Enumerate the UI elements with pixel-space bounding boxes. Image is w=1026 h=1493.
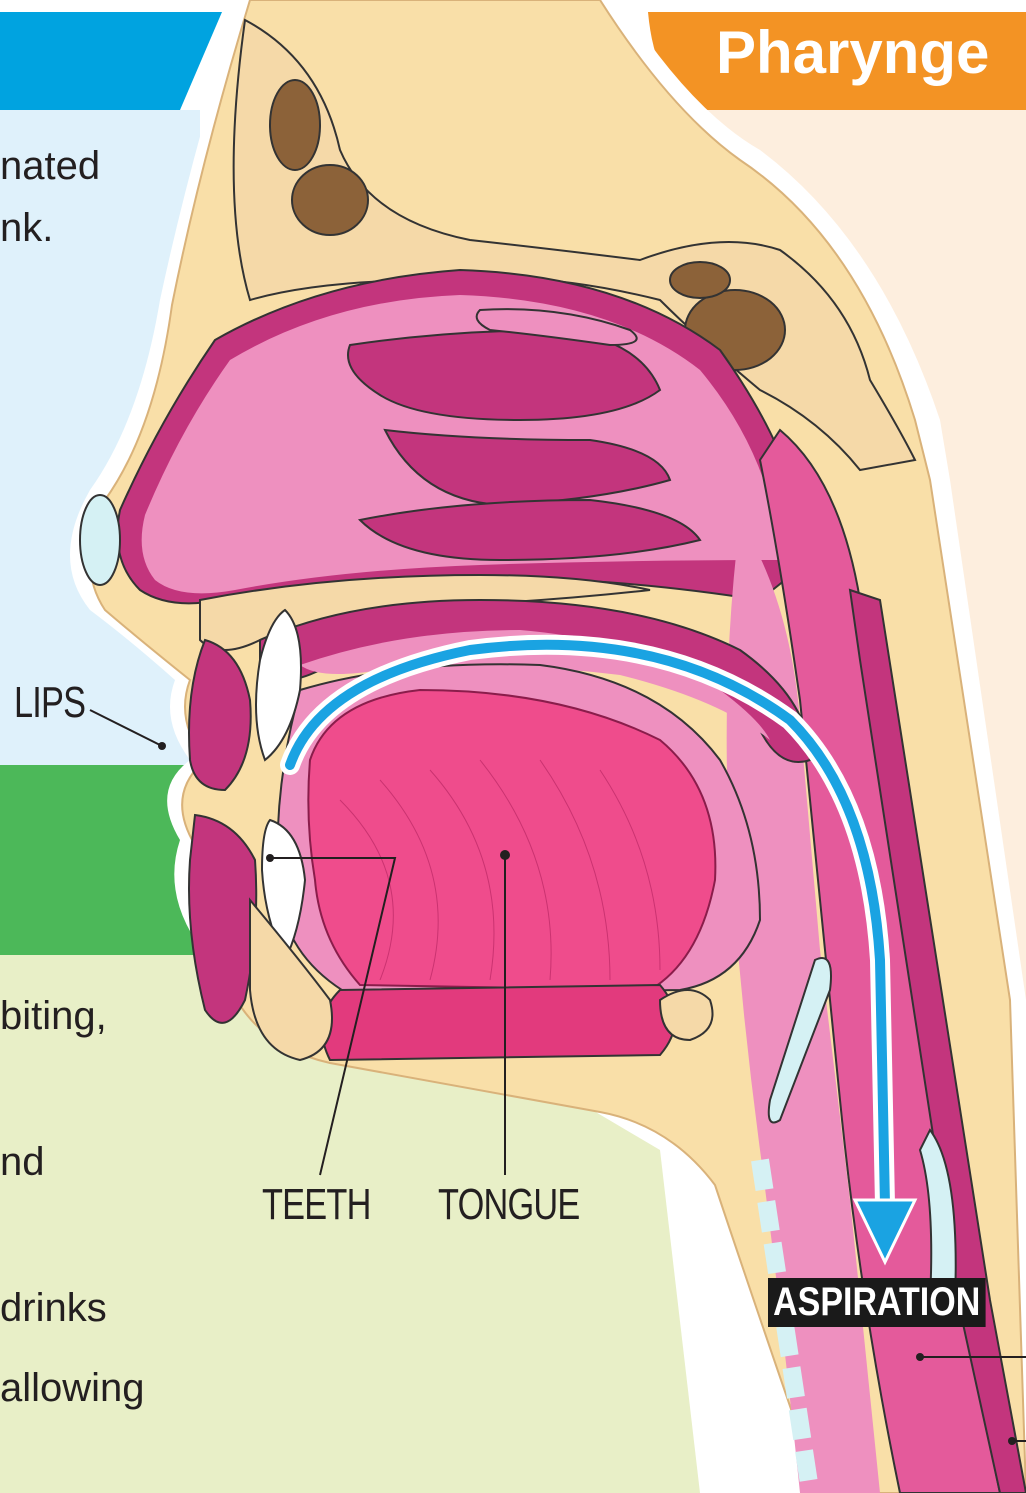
teeth-label: TEETH [262,1180,371,1230]
oral-prep-text-line-1: nated [0,144,100,189]
sphenoid-sinus-2 [670,262,730,298]
oral-text-line-3: drinks [0,1286,107,1331]
oral-text-line-1: biting, [0,994,107,1039]
oral-prep-header [0,12,222,110]
oral-text-line-2: nd [0,1140,45,1185]
oral-prep-text-line-2: nk. [0,206,53,251]
lips-label: LIPS [14,678,85,728]
tongue-label: TONGUE [438,1180,580,1230]
aspiration-label: ASPIRATION [768,1278,985,1327]
sinus-1 [270,80,320,170]
tongue-muscle [322,985,675,1060]
sinus-2 [292,165,368,235]
nose-cartilage [80,495,120,585]
pharyngeal-header-title: Pharynge [716,18,989,87]
oral-text-line-4: allowing [0,1366,145,1411]
